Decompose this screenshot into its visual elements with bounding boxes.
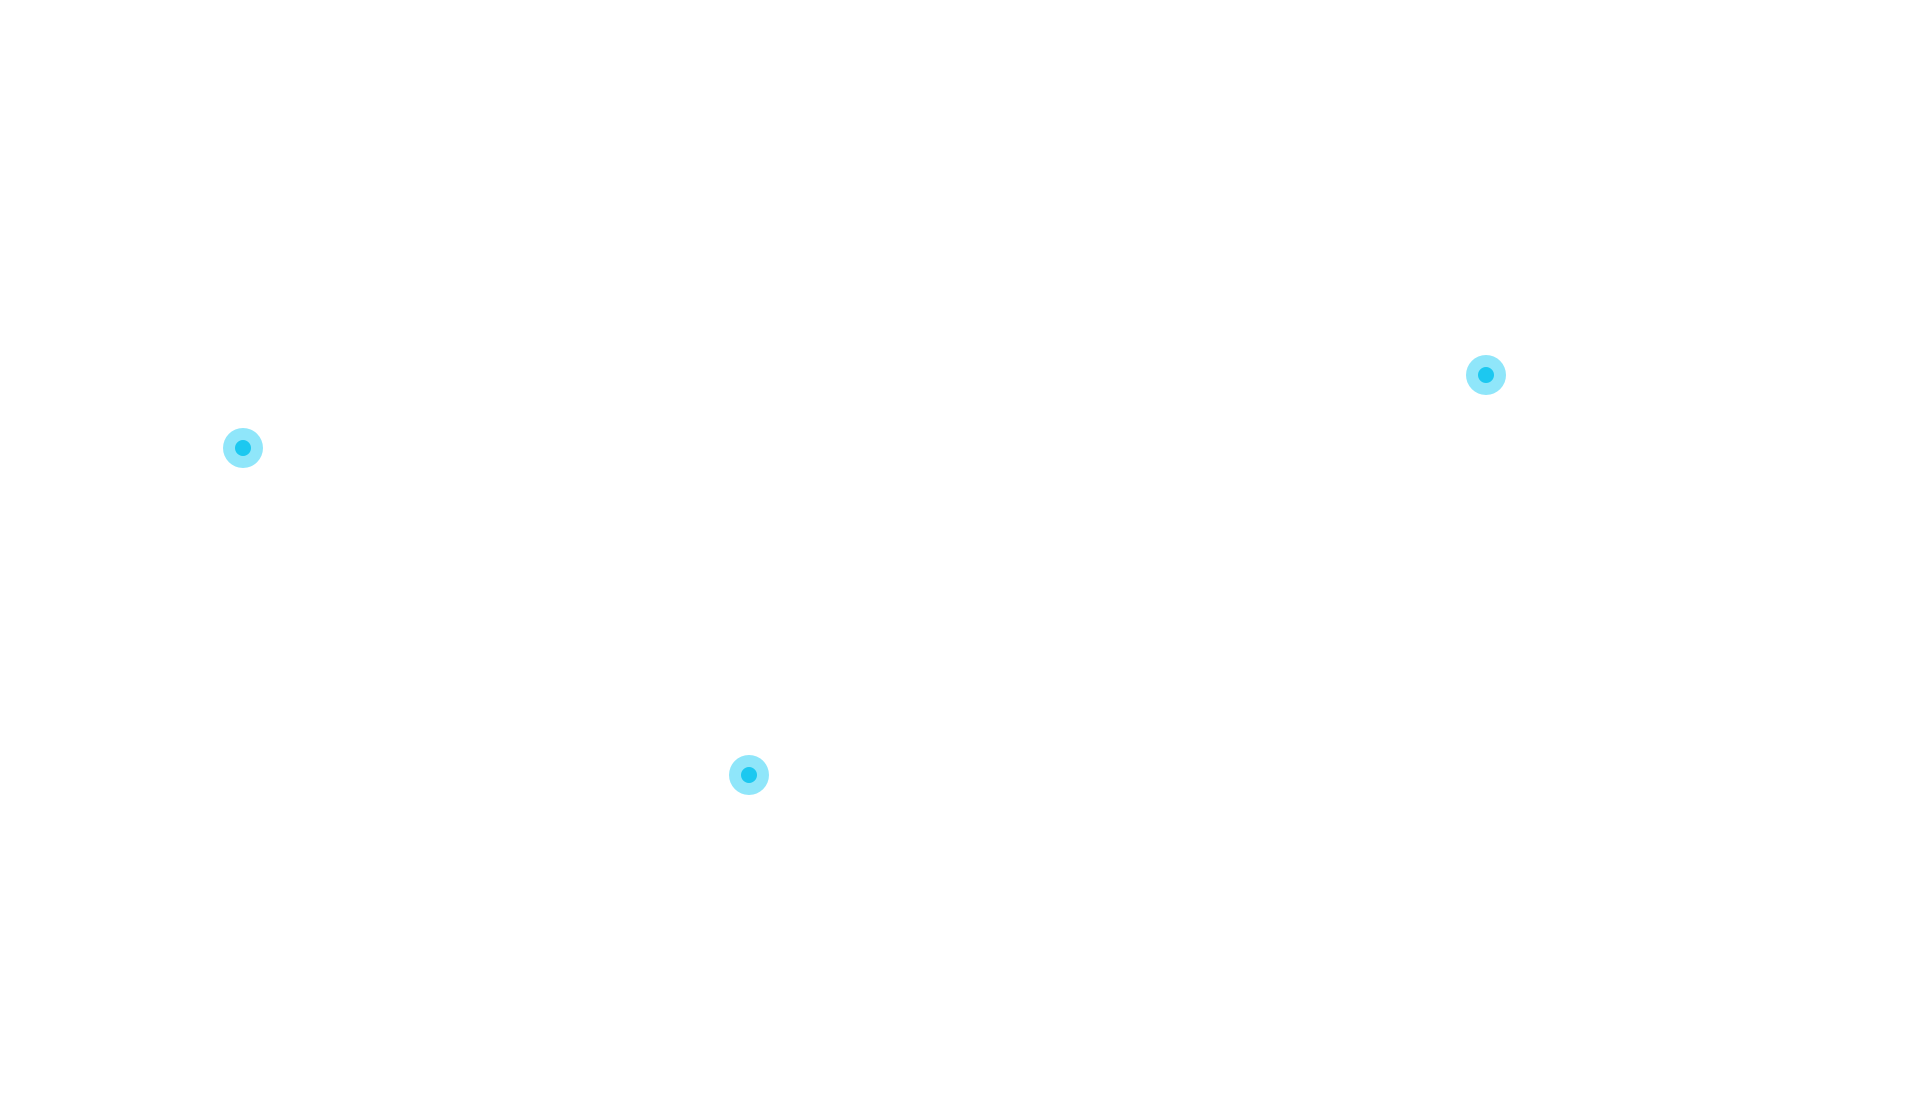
hotspot-marker[interactable] [223,428,263,468]
hotspot-dot-icon [235,440,251,456]
hotspot-dot-icon [1478,367,1494,383]
hotspot-dot-icon [741,767,757,783]
hotspot-marker[interactable] [729,755,769,795]
hotspot-marker[interactable] [1466,355,1506,395]
